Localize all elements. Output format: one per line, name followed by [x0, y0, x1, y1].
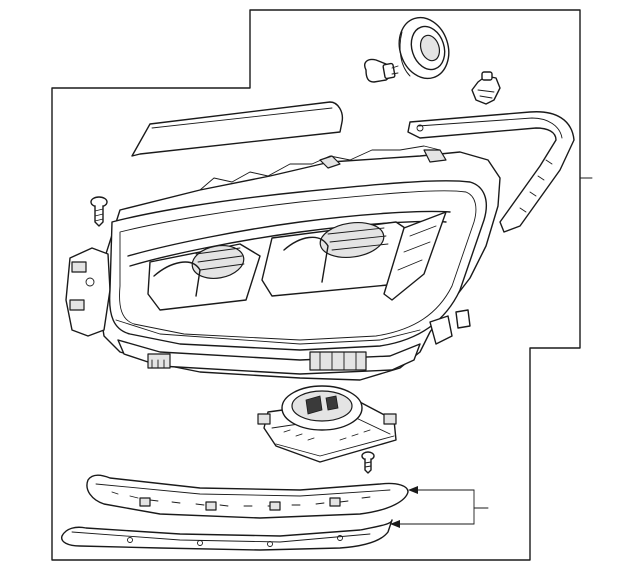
- diagram-frame: [51, 9, 581, 561]
- left-projector: [147, 243, 261, 311]
- lower-trim-bezel-lower: [61, 519, 393, 551]
- control-module: [257, 385, 397, 463]
- module-screw: [361, 451, 375, 474]
- arrow-head-lower: [390, 520, 400, 528]
- small-clip: [455, 309, 471, 329]
- bulb: [364, 58, 399, 83]
- bulb-socket: [398, 16, 450, 80]
- screw: [90, 196, 108, 227]
- right-projector: [261, 221, 415, 297]
- lower-trim-bezel-upper: [86, 474, 409, 519]
- headlamp-assembly: [65, 145, 501, 381]
- upper-trim-strip: [131, 101, 344, 157]
- retaining-clip: [471, 71, 501, 105]
- mounting-bracket: [407, 111, 575, 233]
- arrow-head-upper: [408, 486, 418, 494]
- callout-bracket: [390, 486, 489, 528]
